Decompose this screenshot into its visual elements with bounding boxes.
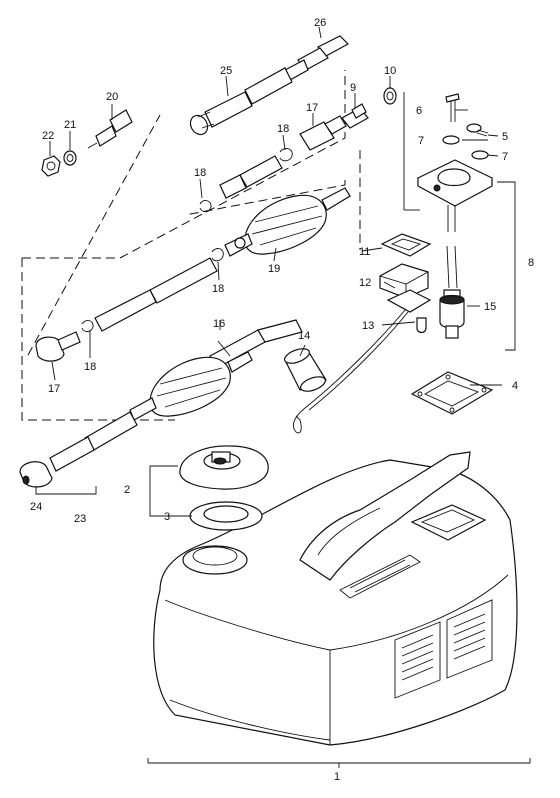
callout-15: 15 (484, 301, 496, 313)
pickup-tube (443, 245, 461, 301)
callout-11: 11 (359, 246, 370, 258)
callout-6: 6 (416, 105, 422, 117)
bracket-8 (497, 181, 516, 351)
clip-18-pump (211, 248, 224, 262)
hose-23 (49, 411, 138, 472)
primer-bulb-lower (129, 351, 253, 421)
o-ring-10 (383, 87, 397, 105)
callouts: 26 25 10 9 20 6 17 21 18 22 5 7 7 18 11 … (30, 17, 534, 783)
callout-17b: 17 (48, 383, 60, 395)
clip-18-upper (279, 148, 293, 162)
washer-7b (471, 150, 489, 160)
callout-23: 23 (74, 513, 86, 525)
callout-18a: 18 (277, 123, 289, 135)
float-arm (293, 289, 432, 434)
callout-22: 22 (42, 130, 54, 142)
callout-16: 16 (213, 318, 225, 330)
callout-9: 9 (350, 82, 356, 94)
connector-20 (87, 109, 133, 149)
gauge-body-12 (379, 263, 429, 299)
clip-18-mid (199, 200, 212, 213)
callout-13: 13 (362, 320, 374, 332)
callout-4: 4 (512, 380, 518, 392)
callout-8: 8 (528, 257, 534, 269)
callout-20: 20 (106, 91, 118, 103)
callout-18c: 18 (212, 283, 224, 295)
clip-18-lower (81, 320, 94, 333)
washer-21 (63, 150, 77, 166)
tank-head-plate (416, 159, 494, 232)
callout-2: 2 (124, 484, 130, 496)
hose-16-segments (94, 257, 303, 369)
hose-piece-mid (219, 174, 247, 199)
callout-21: 21 (64, 119, 76, 131)
callout-12: 12 (359, 277, 371, 289)
gauge-gasket-11 (380, 233, 432, 257)
primer-bulb-19 (224, 187, 351, 257)
fuel-tank (153, 451, 518, 746)
connector-26 (284, 35, 349, 81)
bracket-1 (147, 758, 531, 764)
callout-14: 14 (298, 330, 310, 342)
connector-24 (19, 461, 53, 488)
washer-7a (442, 135, 460, 145)
callout-3: 3 (164, 511, 170, 523)
connector-17-upper (299, 115, 347, 151)
nut-22 (41, 155, 61, 177)
callout-18d: 18 (84, 361, 96, 373)
screw-6 (445, 93, 460, 122)
callout-25: 25 (220, 65, 232, 77)
callout-5: 5 (502, 131, 508, 143)
callout-18b: 18 (194, 167, 206, 179)
callout-1: 1 (334, 771, 340, 783)
callout-19: 19 (268, 263, 280, 275)
connector-17-lower (35, 331, 81, 362)
cap-gasket (189, 501, 263, 531)
hose-25 (189, 67, 293, 136)
callout-7b: 7 (502, 151, 508, 163)
callout-7a: 7 (418, 135, 424, 147)
bracket-23 (35, 486, 97, 495)
hose-kit-dashed-outline (21, 70, 361, 421)
gasket-4 (410, 371, 494, 415)
screw-5 (466, 123, 489, 137)
leader-lines (49, 26, 502, 386)
callout-17a: 17 (306, 102, 318, 114)
bracket-2-3 (149, 465, 192, 517)
screw-13 (416, 317, 427, 334)
fuel-filter-15 (439, 294, 465, 339)
hose-upper-short (239, 155, 283, 188)
connector-9 (341, 103, 369, 129)
filter-14 (284, 348, 327, 392)
filler-cap (179, 445, 269, 490)
callout-24: 24 (30, 501, 42, 513)
callout-10: 10 (384, 65, 396, 77)
callout-26: 26 (314, 17, 326, 29)
